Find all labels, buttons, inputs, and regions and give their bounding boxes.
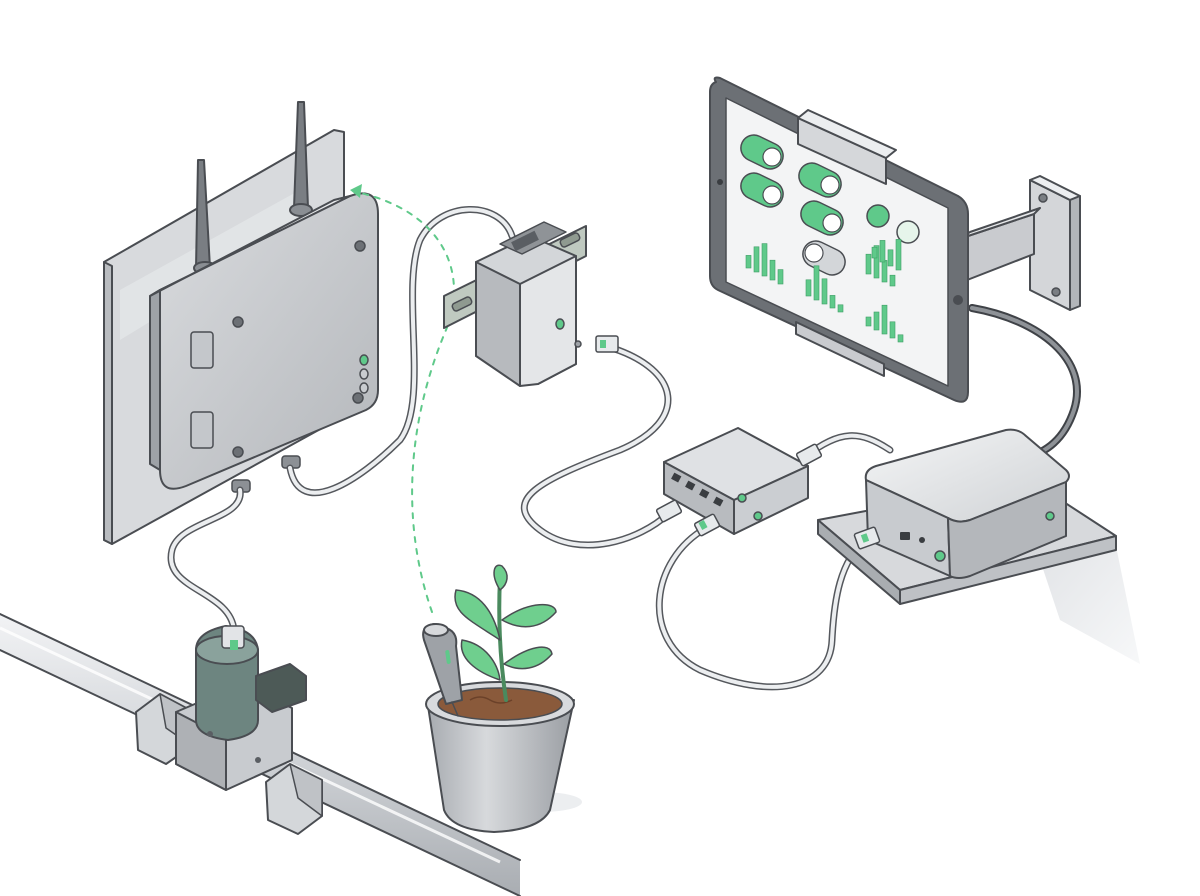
mini-pc-icon[interactable] (817, 428, 1140, 664)
tablet-toggle-off[interactable] (799, 237, 850, 280)
tablet-bar-chart (805, 265, 844, 313)
solenoid-valve-icon[interactable] (175, 625, 307, 791)
tablet-bar (871, 246, 878, 259)
tablet-bar (881, 260, 888, 283)
tablet-toggle-on[interactable] (795, 159, 846, 202)
tablet-bar (895, 239, 902, 271)
tablet-bar (777, 269, 784, 285)
tablet-bar-chart (871, 239, 902, 271)
controller-enclosure-icon[interactable] (149, 101, 379, 493)
tablet-bar (879, 240, 886, 263)
tablet-bar (813, 265, 820, 301)
tablet-bar (889, 321, 896, 339)
tablet-bar-chart (865, 304, 904, 343)
tablet-bar (897, 334, 904, 343)
tablet-bar (753, 246, 760, 273)
wall-mounted-tablet-icon[interactable] (709, 76, 1081, 403)
status-led-icon (359, 354, 369, 394)
tablet-bar (837, 304, 844, 313)
network-switch-icon[interactable] (655, 427, 823, 537)
tablet-wall-mount (961, 175, 1081, 311)
tablet-bar (873, 245, 880, 279)
tablet-bar (821, 278, 828, 305)
tablet-bar-chart (865, 245, 896, 287)
tablet-bar (769, 259, 776, 281)
tablet-toggle-on[interactable] (737, 131, 788, 174)
tablet-bar (881, 304, 888, 335)
potted-plant-icon (425, 564, 582, 833)
tablet-bar-chart (745, 243, 784, 285)
tablet-bar (745, 255, 752, 269)
tablet-bar (873, 311, 880, 331)
tablet-bar (805, 279, 812, 297)
tablet-bar (829, 295, 836, 309)
ethernet-cable-icon (167, 206, 1081, 691)
soil-moisture-sensor-icon[interactable] (422, 623, 463, 717)
tablet-bar (761, 243, 768, 277)
tablet-indicator-icon[interactable] (866, 204, 890, 228)
tablet-bar (865, 316, 872, 327)
tablet-toggle-on[interactable] (737, 169, 788, 212)
switch-ports (671, 472, 724, 507)
wireless-signal-dashed-arrow-icon (350, 184, 455, 613)
tablet-toggle-on[interactable] (797, 197, 848, 240)
din-rail-module-icon[interactable] (443, 221, 619, 387)
tablet-bar (889, 274, 896, 287)
tablet-bar-chart-group (745, 239, 904, 343)
tablet-toggle-group (737, 131, 920, 280)
tablet-bar (865, 253, 872, 275)
tablet-indicator-icon[interactable] (896, 220, 920, 244)
tablet-bar (887, 249, 894, 267)
